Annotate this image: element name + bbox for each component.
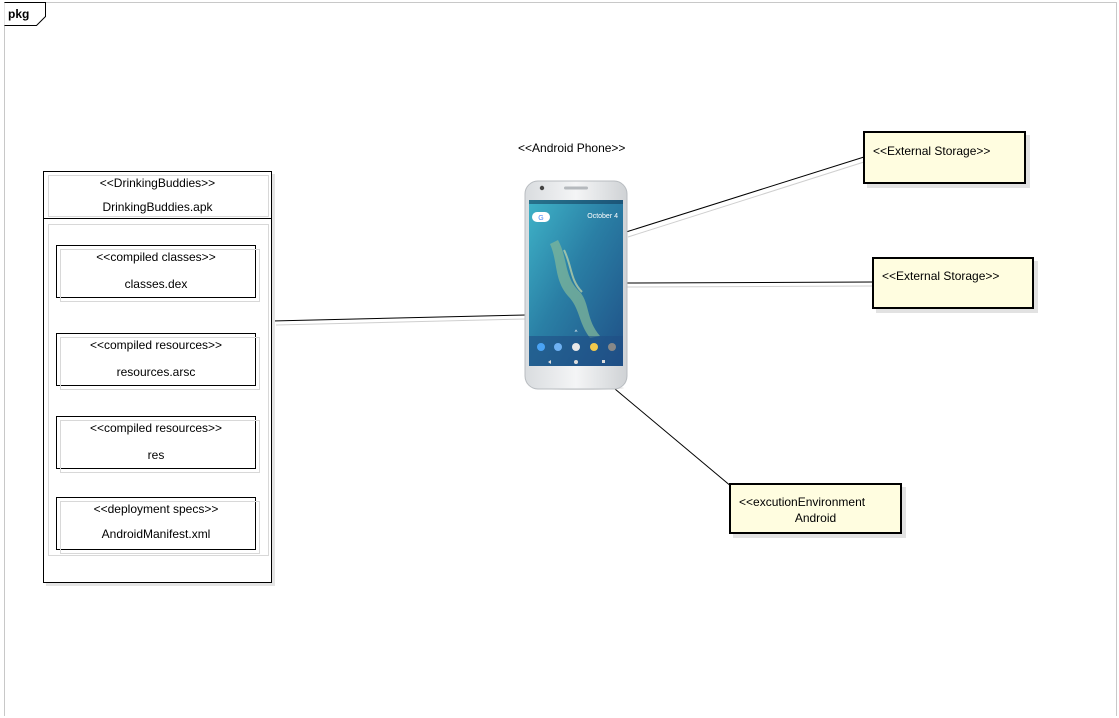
component-res[interactable]: <<compiled resources>> res (56, 416, 260, 473)
node-name: Android (794, 511, 837, 525)
node-stereotype: <<External Storage>> (882, 269, 1000, 283)
connector-phone-storage-1 (625, 156, 865, 238)
phone-screen-date: October 4 (587, 213, 618, 220)
phone-search-glyph: G (538, 215, 543, 222)
artifact-name: DrinkingBuddies.apk (102, 200, 213, 214)
component-name: res (147, 448, 165, 462)
component-name: classes.dex (124, 277, 188, 291)
artifact-header-inner (48, 175, 269, 217)
component-stereotype: <<compiled resources>> (89, 421, 223, 435)
package-frame (4, 2, 1117, 716)
artifact-header: <<DrinkingBuddies>> DrinkingBuddies.apk (44, 172, 271, 219)
component-stereotype: <<deployment specs>> (93, 502, 219, 516)
phone-stereotype: <<Android Phone>> (518, 141, 626, 155)
component-stereotype: <<compiled resources>> (89, 338, 223, 352)
connector-phone-environment (614, 388, 733, 488)
artifact-stereotype: <<DrinkingBuddies>> (99, 176, 216, 190)
component-android-manifest[interactable]: <<deployment specs>> AndroidManifest.xml (56, 497, 260, 554)
connector-artifact-phone (271, 314, 527, 326)
svg-text:^: ^ (575, 330, 578, 336)
component-resources-arsc[interactable]: <<compiled resources>> resources.arsc (56, 333, 260, 390)
node-external-storage-2[interactable]: <<External Storage>> (872, 257, 1034, 309)
android-phone-node[interactable]: G October 4 ^ (524, 180, 628, 390)
component-name: AndroidManifest.xml (101, 527, 211, 541)
connector-phone-storage-2 (625, 281, 874, 288)
node-execution-environment[interactable]: <<excutionEnvironment Android (729, 483, 902, 534)
package-tab-label: pkg (8, 7, 30, 21)
artifact-drinkingbuddies-apk[interactable]: <<DrinkingBuddies>> DrinkingBuddies.apk … (43, 171, 272, 583)
package-tab (4, 2, 46, 26)
node-stereotype: <<External Storage>> (873, 144, 991, 158)
artifact-body (48, 224, 269, 556)
component-classes-dex[interactable]: <<compiled classes>> classes.dex (56, 245, 260, 302)
component-name: resources.arsc (116, 365, 196, 379)
node-stereotype: <<excutionEnvironment (739, 495, 866, 509)
component-stereotype: <<compiled classes>> (96, 250, 216, 264)
node-external-storage-1[interactable]: <<External Storage>> (863, 131, 1026, 184)
